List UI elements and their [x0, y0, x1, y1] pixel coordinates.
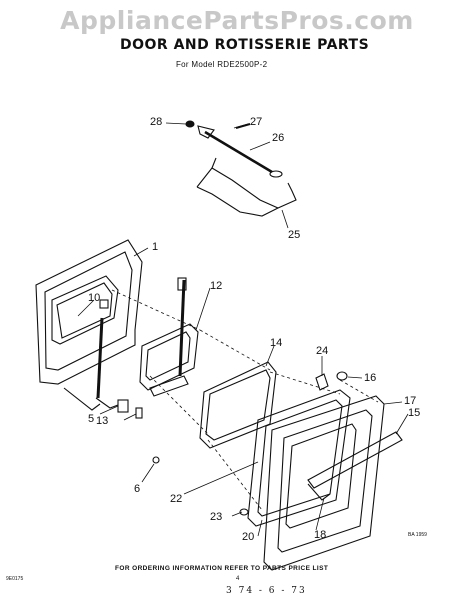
callout-24: 24 [316, 345, 329, 357]
door-handle [307, 431, 403, 501]
callout-5: 5 [88, 413, 95, 425]
page-title: DOOR AND ROTISSERIE PARTS [120, 37, 370, 53]
callout-27: 27 [250, 116, 263, 128]
watermark: AppliancePartsPros.com [60, 6, 414, 35]
model-label: For Model RDE2500P-2 [176, 60, 268, 69]
callout-16: 16 [364, 372, 377, 384]
page-code: 9E0175 [6, 576, 24, 582]
callout-22: 22 [170, 493, 183, 505]
callout-13: 13 [96, 415, 109, 427]
outer-door-frame [263, 395, 385, 571]
ordering-note: FOR ORDERING INFORMATION REFER TO PARTS … [115, 565, 329, 572]
leader-lines [77, 122, 409, 537]
figure-code: BA 1959 [408, 532, 427, 538]
callout-28: 28 [150, 116, 163, 128]
hinge-arm [149, 277, 189, 397]
callout-1: 1 [152, 241, 159, 253]
callout-10: 10 [88, 292, 101, 304]
door-inner-panel [35, 239, 143, 419]
callout-12: 12 [210, 280, 223, 292]
callout-26: 26 [272, 132, 285, 144]
rotisserie-spit [185, 120, 283, 178]
callout-20: 20 [242, 531, 255, 543]
callout-18: 18 [314, 529, 327, 541]
page-number: 4 [236, 576, 240, 582]
callout-14: 14 [270, 337, 283, 349]
small-hardware [152, 371, 348, 516]
callout-6: 6 [134, 483, 141, 495]
callout-25: 25 [288, 229, 301, 241]
callout-15: 15 [408, 407, 421, 419]
rotisserie-forks [196, 157, 297, 217]
window-gasket [199, 361, 277, 449]
door-glass-panel [247, 389, 351, 527]
callout-23: 23 [210, 511, 223, 523]
bottom-code: 3 74 - 6 - 73 [226, 586, 307, 596]
inner-window-glass [139, 323, 199, 391]
reference-lines [111, 289, 379, 511]
callout-17: 17 [404, 395, 417, 407]
